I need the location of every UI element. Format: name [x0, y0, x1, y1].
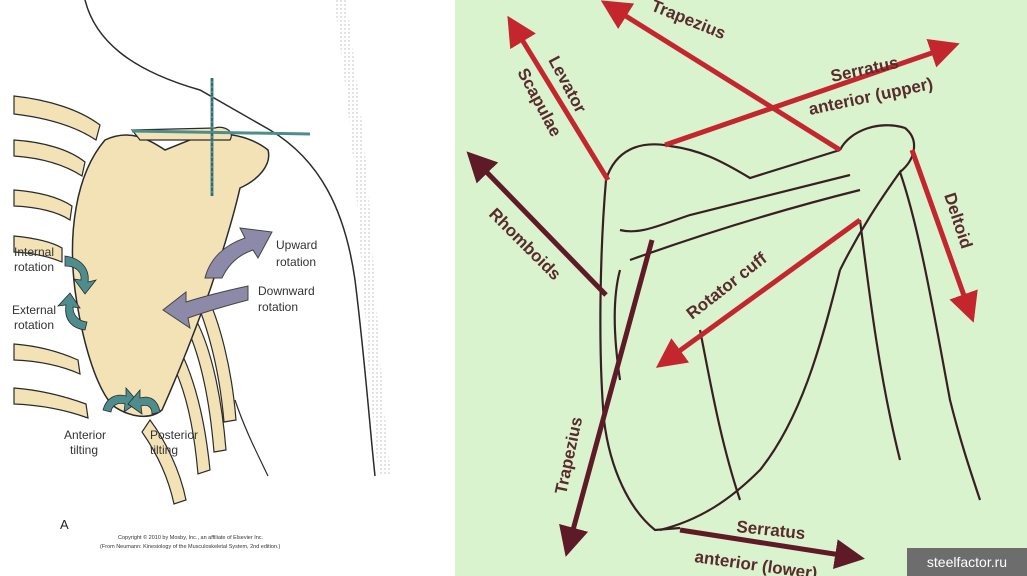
- internal-rotation-label-2: rotation: [14, 260, 54, 274]
- scapula: [71, 133, 270, 417]
- internal-rotation-label-1: Internal: [14, 245, 54, 259]
- anterior-tilting-arrow: [102, 386, 139, 413]
- body-outline: [84, 0, 391, 477]
- rotation-axis-crosshair: [131, 78, 311, 196]
- upward-rotation-arrow: [204, 227, 273, 279]
- scapula-motion-illustration: Upward rotation Downward rotation Intern…: [12, 0, 391, 550]
- trapezius-upper-arrow: [600, 0, 842, 153]
- copyright-line-1: Copyright © 2010 by Mosby, Inc., an affi…: [118, 534, 264, 541]
- muscle-arrows: [466, 0, 978, 569]
- anterior-tilting-label-1: Anterior: [64, 428, 106, 442]
- trapezius-lower-arrow: [559, 239, 655, 557]
- upward-rotation-label-2: rotation: [276, 255, 316, 269]
- panel-letter: A: [60, 517, 69, 532]
- anterior-tilting-label-2: tilting: [70, 443, 98, 457]
- ribs: [13, 95, 237, 505]
- external-rotation-label-1: External: [12, 303, 56, 317]
- external-rotation-label-2: rotation: [14, 318, 54, 332]
- scapula-motion-figure: Upward rotation Downward rotation Intern…: [0, 0, 452, 576]
- watermark-badge: steelfactor.ru: [907, 548, 1027, 576]
- posterior-tilting-label-1: Posterior: [150, 428, 198, 442]
- upward-rotation-label-1: Upward: [276, 238, 317, 252]
- copyright-line-2: (From Neumann: Kinesiology of the Muscul…: [100, 544, 281, 550]
- serratus-lower-arrow: [679, 527, 865, 569]
- rhomboids-arrow: [466, 151, 608, 297]
- levator-scapulae-arrow: [507, 15, 611, 182]
- downward-rotation-label-1: Downward: [258, 284, 315, 298]
- internal-rotation-arrow: [64, 255, 98, 295]
- diagram-background: [455, 0, 1027, 576]
- external-rotation-arrow: [56, 292, 88, 331]
- downward-rotation-label-2: rotation: [258, 300, 298, 314]
- serratus-upper-arrow: [664, 38, 960, 148]
- posterior-tilting-arrow: [127, 388, 161, 415]
- panel-divider: [452, 0, 455, 576]
- posterior-tilting-label-2: tilting: [150, 443, 178, 457]
- deltoid-arrow: [909, 149, 978, 323]
- rotator-cuff-arrow: [655, 217, 862, 368]
- scapula-sketch: [599, 124, 982, 532]
- scapula-muscles-figure: Trapezius Levator Scapulae Serratus ante…: [455, 0, 1027, 576]
- downward-rotation-arrow: [162, 285, 249, 330]
- scapula-muscles-illustration: Trapezius Levator Scapulae Serratus ante…: [455, 0, 1027, 576]
